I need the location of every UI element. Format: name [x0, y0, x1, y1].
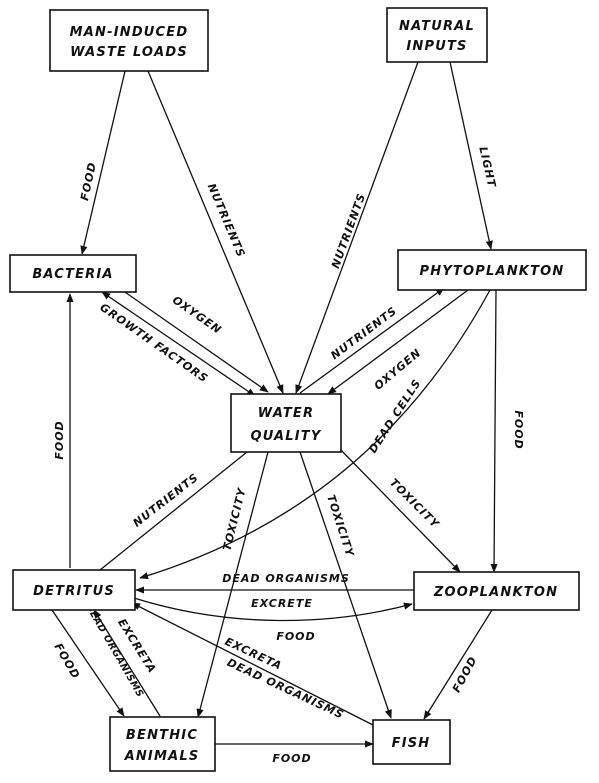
label-nutrients-natural-water: NUTRIENTS	[329, 191, 368, 270]
edge-zoo-to-fish	[423, 609, 493, 720]
label-food-phyto-zoo: FOOD	[512, 410, 525, 449]
svg-text:BENTHIC: BENTHIC	[126, 728, 198, 743]
edge-natural-to-phyto	[449, 61, 493, 250]
node-phytoplankton: PHYTOPLANKTON	[397, 249, 587, 291]
edge-bacteria-water-a	[101, 291, 256, 397]
svg-text:INPUTS: INPUTS	[406, 39, 467, 54]
edge-water-to-phyto	[299, 287, 445, 394]
node-benthic-animals: BENTHIC ANIMALS	[109, 716, 216, 772]
svg-text:PHYTOPLANKTON: PHYTOPLANKTON	[420, 264, 565, 279]
label-food-zoo-fish: FOOD	[450, 654, 480, 695]
edge-phyto-to-detritus	[139, 289, 491, 580]
svg-text:DETRITUS: DETRITUS	[33, 584, 115, 599]
edge-detritus-to-benthic	[51, 609, 125, 717]
node-man-induced-waste-loads: MAN-INDUCED WASTE LOADS	[49, 9, 209, 72]
edge-detritus-to-zoo	[133, 597, 413, 622]
edge-phyto-to-zoo	[490, 289, 498, 573]
svg-text:MAN-INDUCED: MAN-INDUCED	[70, 25, 189, 40]
edge-phyto-to-water	[327, 289, 469, 395]
svg-text:WATER: WATER	[258, 406, 314, 421]
label-dead-cells: DEAD CELLS	[366, 377, 424, 456]
edge-water-to-benthic	[196, 451, 269, 718]
edge-fish-to-detritus	[131, 602, 376, 727]
edge-benthic-to-detritus	[93, 609, 161, 717]
label-light: LIGHT	[476, 145, 498, 189]
label-excrete: EXCRETE	[251, 597, 313, 610]
svg-text:NATURAL: NATURAL	[399, 19, 475, 34]
label-toxicity-zoo: TOXICITY	[387, 476, 442, 531]
node-bacteria: BACTERIA	[9, 254, 137, 293]
label-food-benthic-fish: FOOD	[272, 752, 311, 765]
svg-text:QUALITY: QUALITY	[251, 429, 322, 444]
edge-water-to-fish	[299, 451, 392, 719]
edge-detritus-water	[99, 451, 248, 571]
label-dead-organisms-zoo: DEAD ORGANISMS	[222, 572, 350, 585]
node-fish: FISH	[372, 719, 451, 765]
label-oxygen-bacteria: OXYGEN	[170, 293, 224, 336]
label-food-detritus-bacteria: FOOD	[53, 420, 66, 459]
node-zooplankton: ZOOPLANKTON	[413, 571, 580, 611]
svg-text:ZOOPLANKTON: ZOOPLANKTON	[433, 585, 558, 600]
edge-water-to-zoo	[335, 444, 461, 573]
svg-text:ANIMALS: ANIMALS	[124, 749, 200, 764]
label-dead-organisms-fish: DEAD ORGANISMS	[225, 656, 346, 722]
label-toxicity-fish: TOXICITY	[324, 493, 356, 559]
label-nutrients-water-phyto: NUTRIENTS	[328, 304, 399, 362]
node-water-quality: WATER QUALITY	[230, 393, 342, 453]
edge-waste-to-water	[147, 70, 284, 394]
svg-text:BACTERIA: BACTERIA	[32, 267, 113, 282]
edge-waste-to-bacteria	[80, 70, 126, 255]
svg-text:WASTE LOADS: WASTE LOADS	[70, 45, 188, 60]
node-detritus: DETRITUS	[12, 569, 136, 611]
edge-natural-to-water	[295, 61, 419, 394]
svg-text:FISH: FISH	[392, 736, 431, 751]
edges	[51, 61, 498, 748]
label-nutrients-detritus: NUTRIENTS	[131, 471, 202, 530]
label-food-detritus-zoo: FOOD	[276, 630, 315, 643]
node-natural-inputs: NATURAL INPUTS	[386, 7, 488, 63]
edge-bacteria-water-b	[121, 289, 269, 393]
